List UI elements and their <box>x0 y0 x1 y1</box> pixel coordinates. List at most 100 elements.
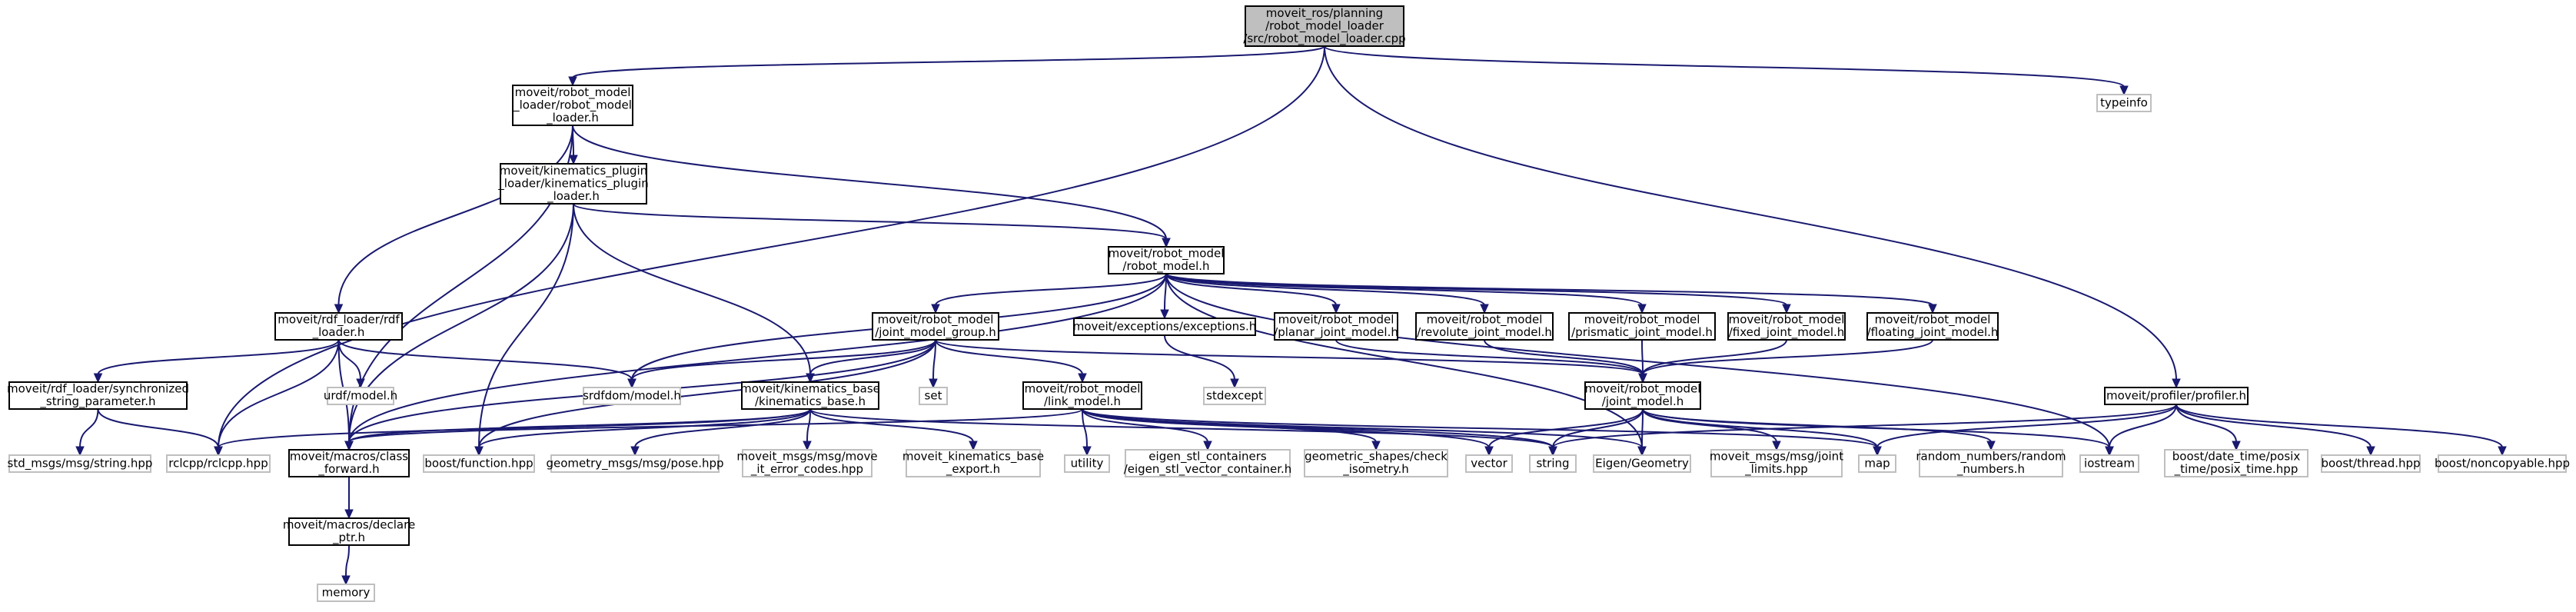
node-class-fwd[interactable]: moveit/macros/class_forward.h <box>288 449 410 477</box>
node-label-line: /src/robot_model_loader.cpp <box>1243 32 1405 46</box>
node-label-line: vector <box>1471 456 1507 470</box>
node-srdfdom[interactable]: srdfdom/model.h <box>583 387 681 405</box>
node-prismatic-h[interactable]: moveit/robot_model/prismatic_joint_model… <box>1568 312 1716 341</box>
node-label-line: map <box>1864 456 1890 470</box>
node-kb-h[interactable]: moveit/kinematics_base/kinematics_base.h <box>740 381 880 410</box>
node-box <box>1919 449 2063 477</box>
node-joint-h[interactable]: moveit/robot_model/joint_model.h <box>1584 381 1701 410</box>
edge-kb_h-to-kb_export <box>809 408 978 451</box>
node-urdf[interactable]: urdf/model.h <box>324 387 397 405</box>
node-robot-model-h[interactable]: moveit/robot_model/robot_model.h <box>1108 246 1225 274</box>
edge-line <box>1165 273 2110 448</box>
node-box <box>2164 449 2308 477</box>
node-typeinfo[interactable]: typeinfo <box>2096 94 2152 112</box>
node-root[interactable]: moveit_ros/planning/robot_model_loader/s… <box>1243 5 1406 47</box>
node-label-line: moveit/robot_model <box>1025 382 1141 397</box>
node-label-line: moveit_msgs/msg/joint <box>1710 450 1843 464</box>
node-label-line: /planar_joint_model.h <box>1274 325 1398 340</box>
edge-kpl_h-to-boost_fn <box>474 203 574 457</box>
edge-arrowhead <box>1873 446 1882 457</box>
edge-arrowhead <box>356 378 365 389</box>
node-boost-fn[interactable]: boost/function.hpp <box>423 454 535 473</box>
node-geom-shapes[interactable]: geometric_shapes/check_isometry.h <box>1304 449 1448 477</box>
edge-line <box>1324 45 2125 88</box>
node-label-line: boost/date_time/posix <box>2172 450 2301 464</box>
node-kpl-h[interactable]: moveit/kinematics_plugin_loader/kinemati… <box>497 163 649 205</box>
edge-arrowhead <box>2498 446 2507 457</box>
node-eigen-stl[interactable]: eigen_stl_containers/eigen_stl_vector_co… <box>1124 449 1292 477</box>
node-boost-noncopy[interactable]: boost/noncopyable.hpp <box>2435 454 2570 473</box>
node-utility[interactable]: utility <box>1064 454 1110 473</box>
node-link-h[interactable]: moveit/robot_model/link_model.h <box>1022 381 1142 410</box>
node-box <box>1415 312 1554 341</box>
node-rclcpp[interactable]: rclcpp/rclcpp.hpp <box>166 454 271 473</box>
node-move-it-err[interactable]: moveit_msgs/msg/move_it_error_codes.hpp <box>736 449 878 477</box>
node-geom-pose[interactable]: geometry_msgs/msg/pose.hpp <box>546 454 724 473</box>
edge-arrowhead <box>341 575 351 586</box>
edge-joint_h-to-random_numbers <box>1642 408 1996 451</box>
node-memory[interactable]: memory <box>317 584 375 602</box>
node-map[interactable]: map <box>1858 454 1896 473</box>
node-box <box>1304 449 1448 477</box>
edge-arrowhead <box>569 155 578 165</box>
edge-line <box>1552 404 2177 448</box>
edge-line <box>2175 404 2503 448</box>
node-iostream[interactable]: iostream <box>2079 454 2139 473</box>
node-profiler-h[interactable]: moveit/profiler/profiler.h <box>2104 387 2249 405</box>
node-stdexcept[interactable]: stdexcept <box>1203 387 1266 405</box>
node-random-numbers[interactable]: random_numbers/random_numbers.h <box>1916 449 2066 477</box>
node-label-line: iostream <box>2084 456 2135 470</box>
node-rdf-loader-h[interactable]: moveit/rdf_loader/rdf_loader.h <box>274 312 403 341</box>
edge-arrowhead <box>1484 446 1494 457</box>
edge-robot_model_h-to-revolute_h <box>1165 273 1489 314</box>
node-box <box>742 449 873 477</box>
node-label-line: /robot_model_loader <box>1265 18 1384 33</box>
node-label-line: moveit/robot_model <box>1427 313 1543 328</box>
edge-line <box>1165 273 1643 306</box>
edge-line <box>935 339 1644 375</box>
node-label-line: /robot_model.h <box>1122 259 1209 274</box>
node-label-line: geometric_shapes/check <box>1305 450 1448 464</box>
node-label-line: moveit/robot_model <box>878 313 994 328</box>
node-eigen-geom[interactable]: Eigen/Geometry <box>1593 454 1691 473</box>
edge-line <box>1165 273 1643 448</box>
edge-line <box>809 408 974 443</box>
edge-kb_h-to-rclcpp <box>214 408 811 457</box>
node-declare-ptr[interactable]: moveit/macros/declare_ptr.h <box>283 517 415 546</box>
edge-line <box>1082 408 1878 448</box>
edge-profiler_h-to-iostream <box>2105 404 2177 457</box>
node-label-line: urdf/model.h <box>324 388 397 402</box>
node-box <box>1568 312 1716 341</box>
node-box <box>500 163 647 205</box>
edge-line <box>572 45 1325 78</box>
node-rml-h[interactable]: moveit/robot_model_loader/robot_model_lo… <box>512 85 633 126</box>
node-jmg-h[interactable]: moveit/robot_model/joint_model_group.h <box>872 312 999 341</box>
edge-line <box>573 203 811 375</box>
node-sync-h[interactable]: moveit/rdf_loader/synchronized_string_pa… <box>7 381 189 410</box>
node-std-string[interactable]: std_msgs/msg/string.hpp <box>8 454 153 473</box>
edge-arrowhead <box>1160 309 1169 320</box>
edge-arrowhead <box>1082 446 1092 457</box>
edge-line <box>1641 408 1644 448</box>
node-exceptions-h[interactable]: moveit/exceptions/exceptions.h <box>1073 318 1257 336</box>
edge-profiler_h-to-posix_time <box>2175 404 2241 451</box>
edge-arrowhead <box>803 441 812 451</box>
node-set[interactable]: set <box>919 387 948 405</box>
node-fixed-h[interactable]: moveit/robot_model/fixed_joint_model.h <box>1727 312 1846 341</box>
node-planar-h[interactable]: moveit/robot_model/planar_joint_model.h <box>1274 312 1398 341</box>
node-kb-export[interactable]: moveit_kinematics_base_export.h <box>902 449 1044 477</box>
edge-line <box>1335 339 1644 375</box>
node-joint-limits[interactable]: moveit_msgs/msg/joint_limits.hpp <box>1710 449 1843 477</box>
node-string[interactable]: string <box>1529 454 1577 473</box>
node-posix-time[interactable]: boost/date_time/posix_time/posix_time.hp… <box>2164 449 2308 477</box>
node-box <box>2096 94 2152 112</box>
node-boost-thread[interactable]: boost/thread.hpp <box>2321 454 2421 473</box>
edge-profiler_h-to-boost_noncopy <box>2175 404 2507 457</box>
node-label-line: /joint_model.h <box>1602 394 1684 409</box>
node-vector[interactable]: vector <box>1465 454 1513 473</box>
node-floating-h[interactable]: moveit/robot_model/floating_joint_model.… <box>1866 312 1999 341</box>
edge-robot_model_h-to-floating_h <box>1165 273 1937 314</box>
edge-arrowhead <box>1230 378 1239 389</box>
node-revolute-h[interactable]: moveit/robot_model/revolute_joint_model.… <box>1415 312 1554 341</box>
edge-arrowhead <box>344 441 354 451</box>
